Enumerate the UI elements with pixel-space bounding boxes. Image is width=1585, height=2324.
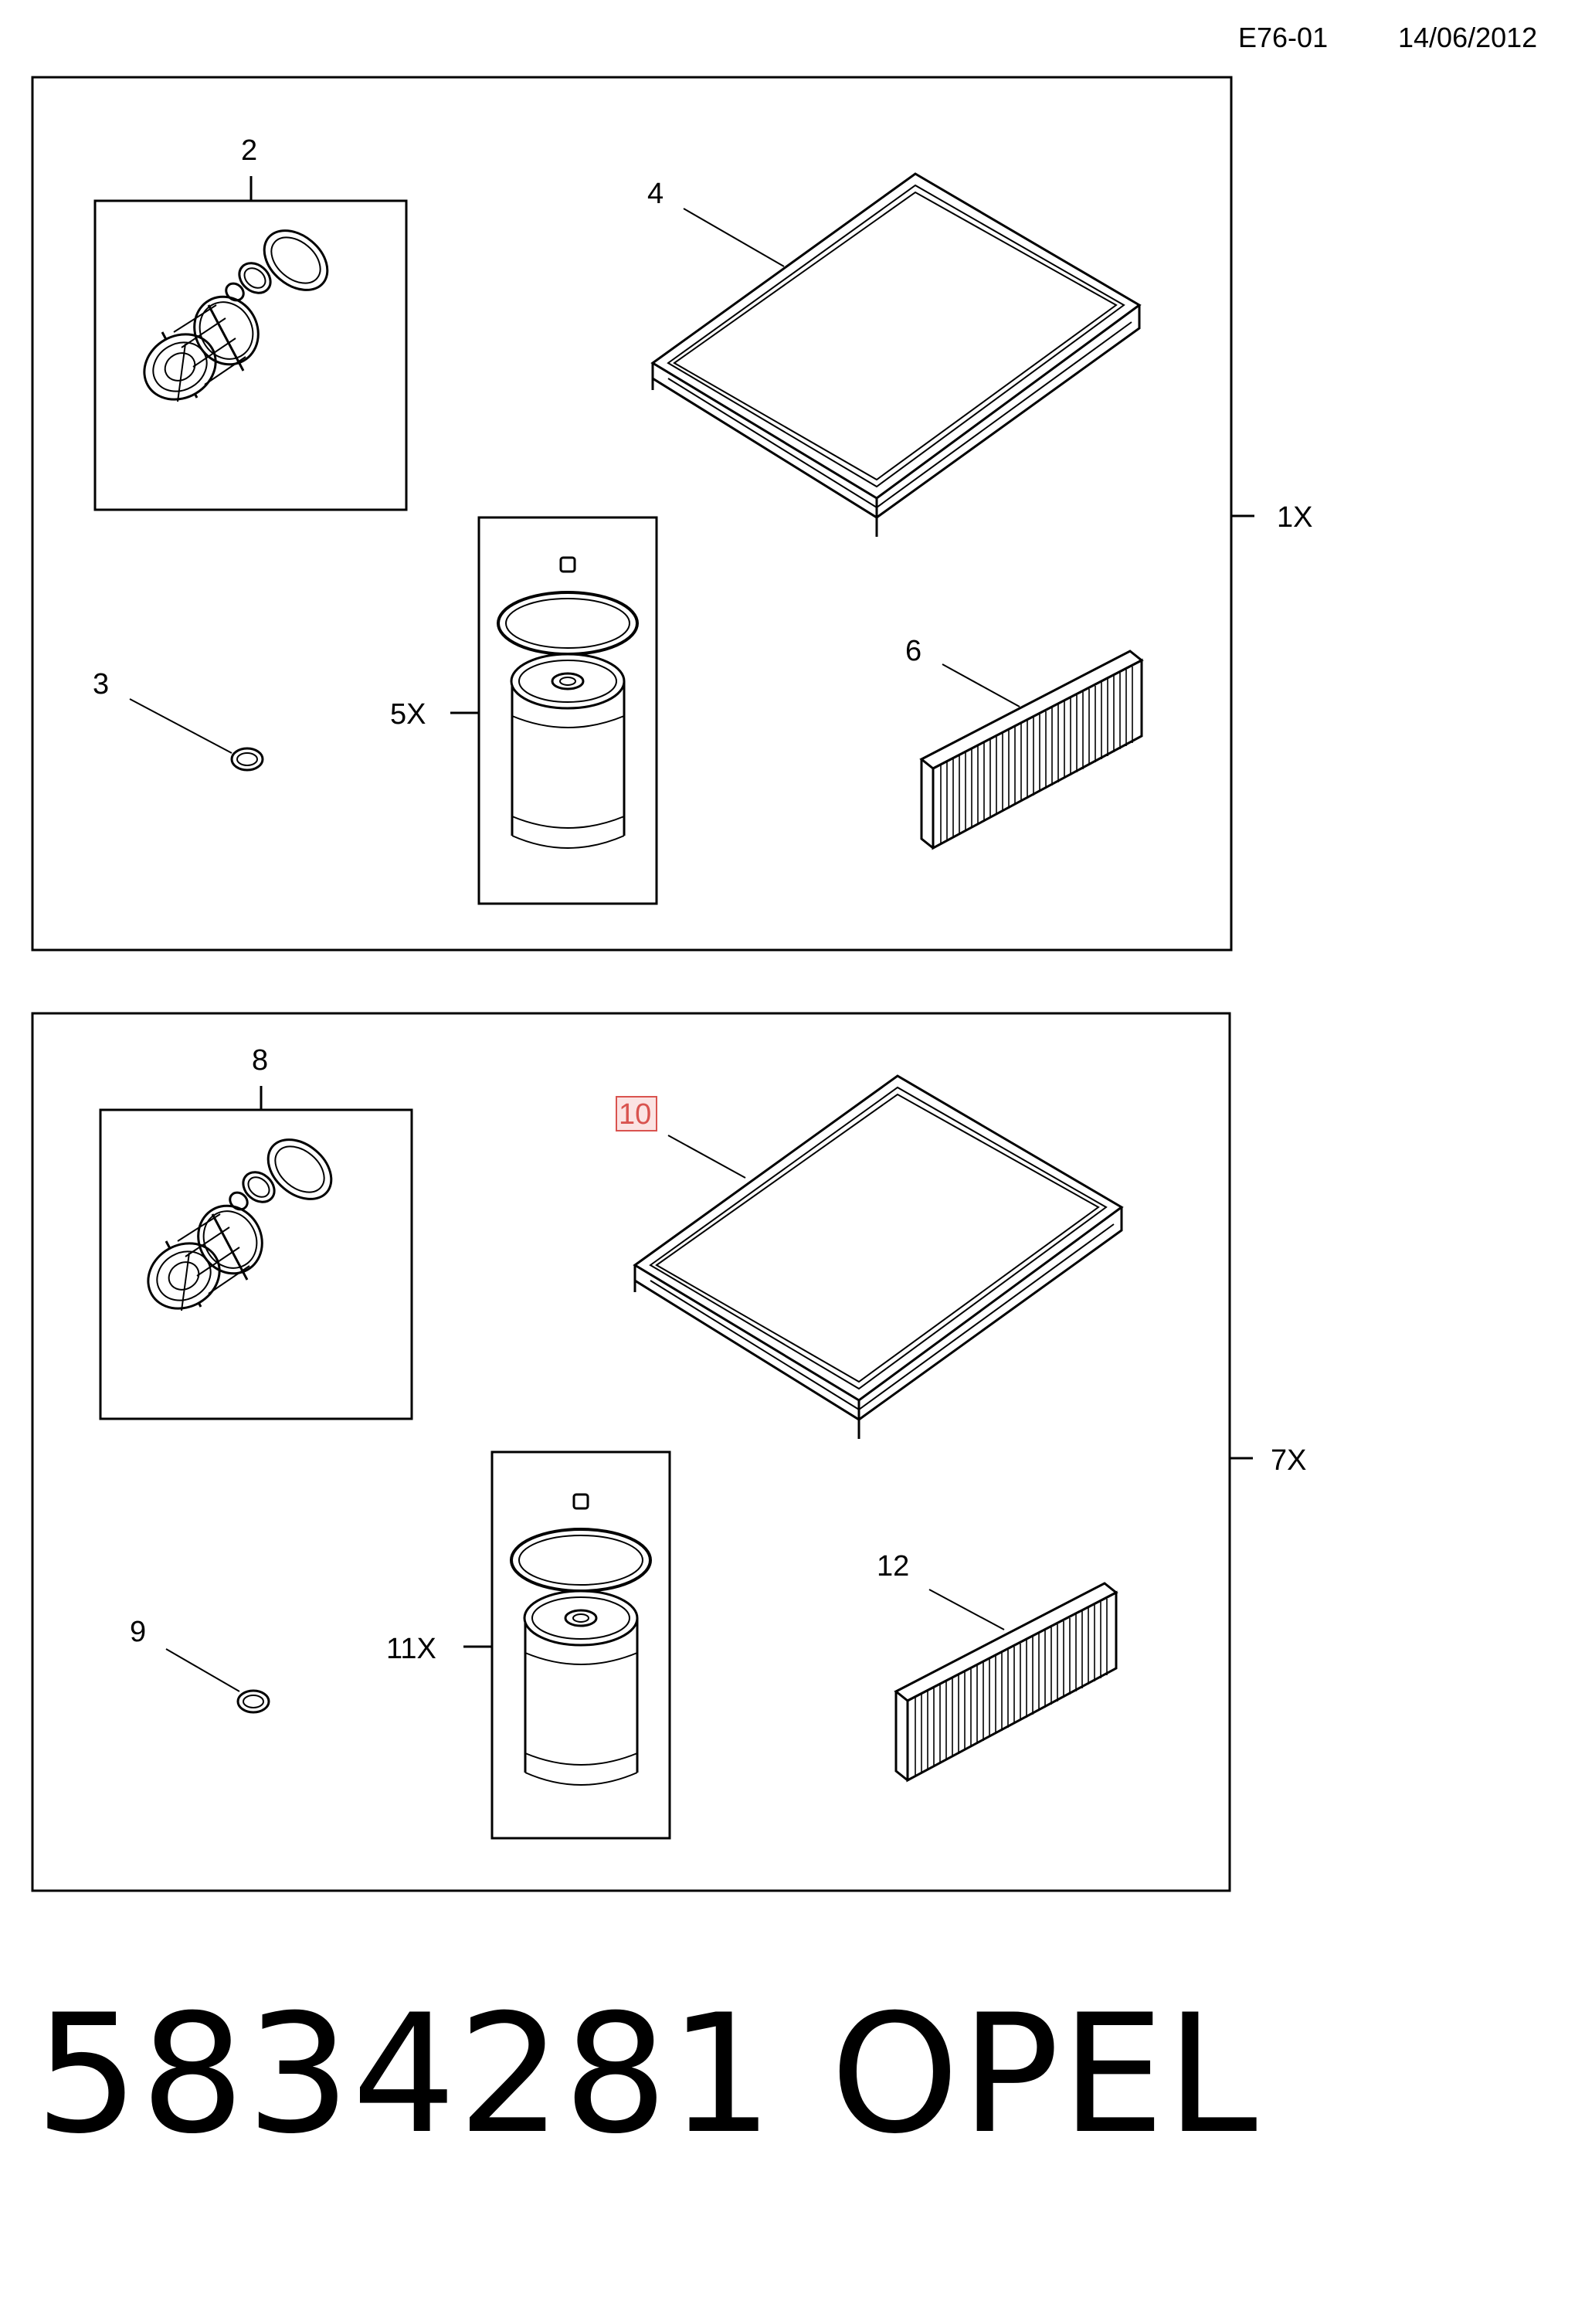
callout-cabin-filter: 12 <box>877 1550 909 1583</box>
fuel-filter-icon <box>497 556 639 850</box>
callout-fuel-filter: 11X <box>386 1633 436 1665</box>
kit-panel-1: 1X 2 4 3 5X 6 <box>31 76 1312 952</box>
oil-filter-icon <box>131 217 341 414</box>
cabin-filter-icon <box>894 1582 1118 1782</box>
callout-fuel-filter: 5X <box>390 698 426 731</box>
panel-qty-label: 1X <box>1277 501 1312 534</box>
kit-panel-2: 7X 8 10 9 11X 12 <box>31 1012 1306 1892</box>
panel-frame <box>31 1012 1231 1892</box>
cabin-filter-icon <box>920 650 1143 850</box>
air-filter-icon <box>633 1074 1123 1440</box>
panel-qty-label: 7X <box>1271 1444 1306 1477</box>
callout-drain-washer: 3 <box>93 668 109 701</box>
drain-washer-icon <box>236 1689 270 1714</box>
diagram-date: 14/06/2012 <box>1398 22 1538 53</box>
fuel-filter-icon <box>510 1493 652 1786</box>
air-filter-icon <box>651 172 1141 538</box>
callout-air-filter[interactable]: 10 <box>619 1098 651 1131</box>
brand-name: OPEL <box>830 1979 1259 2170</box>
callout-oil-filter: 2 <box>241 134 257 167</box>
callout-oil-filter: 8 <box>252 1044 268 1077</box>
callout-air-filter: 4 <box>647 178 664 210</box>
drain-washer-icon <box>230 747 264 772</box>
callout-cabin-filter: 6 <box>905 635 921 667</box>
callout-highlight <box>616 1096 657 1131</box>
callout-drain-washer: 9 <box>130 1616 146 1648</box>
oil-filter-icon <box>134 1126 344 1323</box>
panel-frame <box>31 76 1233 952</box>
part-number: 5834281 <box>35 1979 776 2170</box>
diagram-code: E76-01 <box>1238 22 1329 53</box>
